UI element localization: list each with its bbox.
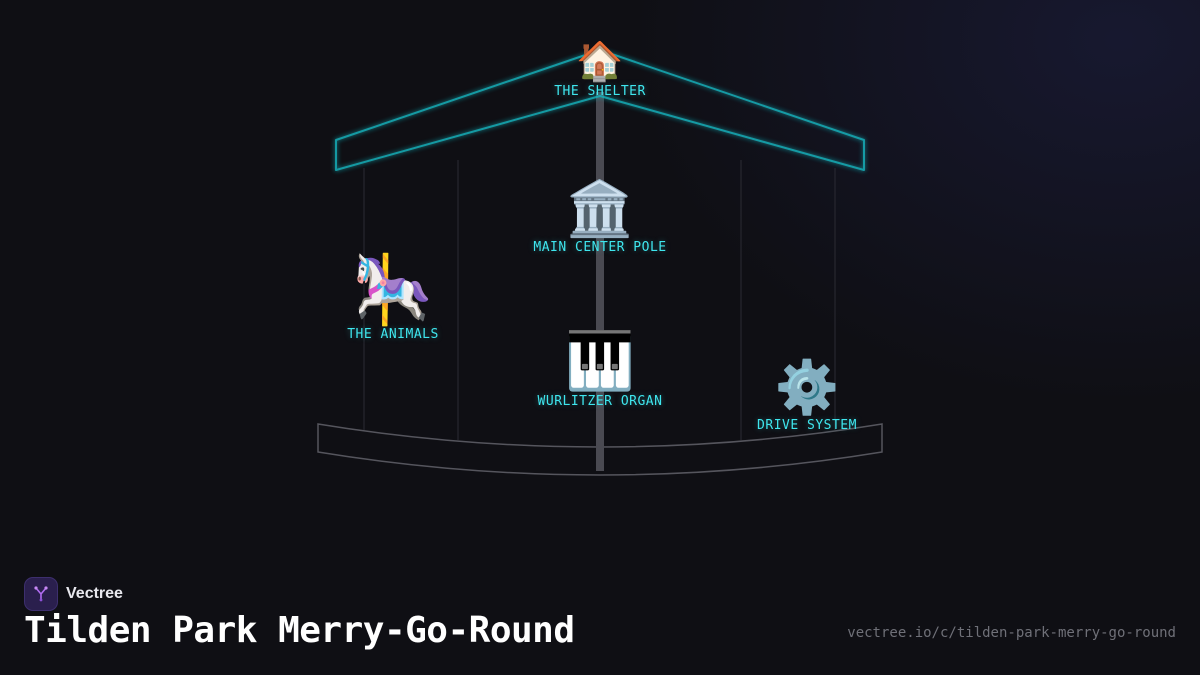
node-label-wurlitzer-organ: WURLITZER ORGAN: [537, 394, 663, 409]
classical-building-icon: 🏛️: [566, 177, 634, 240]
node-drive-system: ⚙️ DRIVE SYSTEM: [757, 362, 857, 433]
brand: Vectree: [24, 577, 123, 611]
node-label-shelter: THE SHELTER: [554, 84, 646, 99]
node-label-animals: THE ANIMALS: [347, 327, 439, 342]
roof-outline: [335, 49, 865, 171]
house-icon: 🏠: [576, 39, 624, 83]
gear-icon: ⚙️: [774, 358, 840, 418]
piano-keyboard-icon: 🎹: [565, 329, 635, 394]
center-pole-bar: [596, 92, 604, 471]
node-shelter: 🏠 THE SHELTER: [554, 42, 646, 99]
node-label-main-center-pole: MAIN CENTER POLE: [533, 240, 667, 255]
page-title: Tilden Park Merry-Go-Round: [24, 610, 575, 651]
carousel-platform: [317, 423, 883, 476]
node-label-drive-system: DRIVE SYSTEM: [757, 418, 857, 433]
node-main-center-pole: 🏛️ MAIN CENTER POLE: [533, 177, 667, 256]
vectree-tree-logo-icon: [24, 577, 58, 611]
node-animals: 🎠 THE ANIMALS: [347, 251, 439, 343]
page-url[interactable]: vectree.io/c/tilden-park-merry-go-round: [847, 625, 1176, 641]
node-wurlitzer-organ: 🎹 WURLITZER ORGAN: [537, 329, 663, 410]
brand-name: Vectree: [66, 585, 123, 602]
carousel-horse-icon: 🎠: [351, 251, 435, 328]
